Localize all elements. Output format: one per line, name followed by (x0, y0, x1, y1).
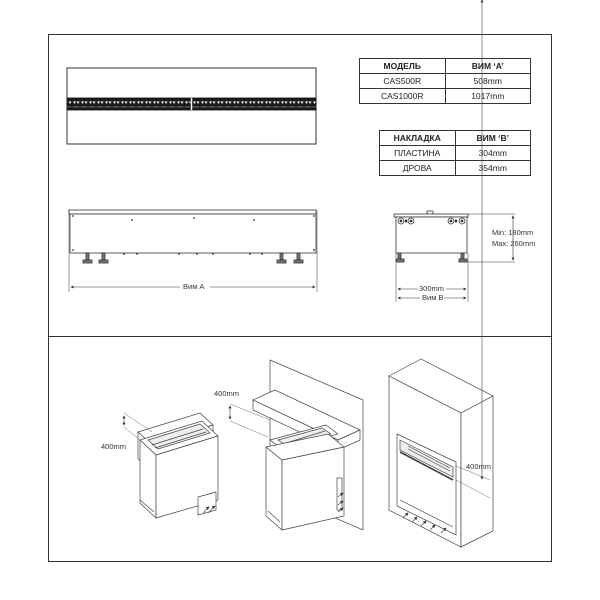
table-row: ДРОВА 354mm (379, 160, 531, 176)
height-max-label: Max: 260mm (492, 239, 536, 248)
dim-cell: 1017mm (444, 88, 531, 104)
install-freestanding (122, 412, 219, 519)
table-header-row: НАКЛАДКА ВИМ ‘B’ (379, 130, 531, 146)
width-a-label: Вим A (183, 282, 205, 291)
install-chimney-breast (388, 0, 494, 548)
install-wall-shelf (228, 359, 364, 531)
depth-300-label: 300mm (419, 284, 445, 293)
airflow-arrows (402, 512, 447, 534)
table-row: ПЛАСТИНА 304mm (379, 145, 531, 161)
width-b-label: Вим B (422, 293, 444, 302)
clearance-label-chimney: 400mm (466, 462, 492, 471)
adjustable-feet (82, 252, 304, 264)
trim-dimension-table: НАКЛАДКА ВИМ ‘B’ ПЛАСТИНА 304mm ДРОВА 35… (379, 130, 531, 176)
table-header-row: МОДЕЛЬ ВИМ ‘A’ (359, 58, 531, 74)
model-dimension-table: МОДЕЛЬ ВИМ ‘A’ CAS500R 508mm CAS1000R 10… (359, 58, 531, 104)
clearance-label-freestanding: 400mm (101, 442, 127, 451)
table-row: CAS1000R 1017mm (359, 88, 531, 104)
dim-cell: 354mm (454, 160, 531, 176)
drawing-frame (48, 34, 552, 562)
top-view (66, 67, 317, 145)
model-cell: CAS1000R (359, 88, 446, 104)
height-min-label: Min: 180mm (492, 228, 534, 237)
section-divider (48, 336, 552, 337)
side-view (393, 210, 515, 302)
front-view (68, 209, 318, 292)
clearance-label-wall-shelf: 400mm (214, 389, 240, 398)
